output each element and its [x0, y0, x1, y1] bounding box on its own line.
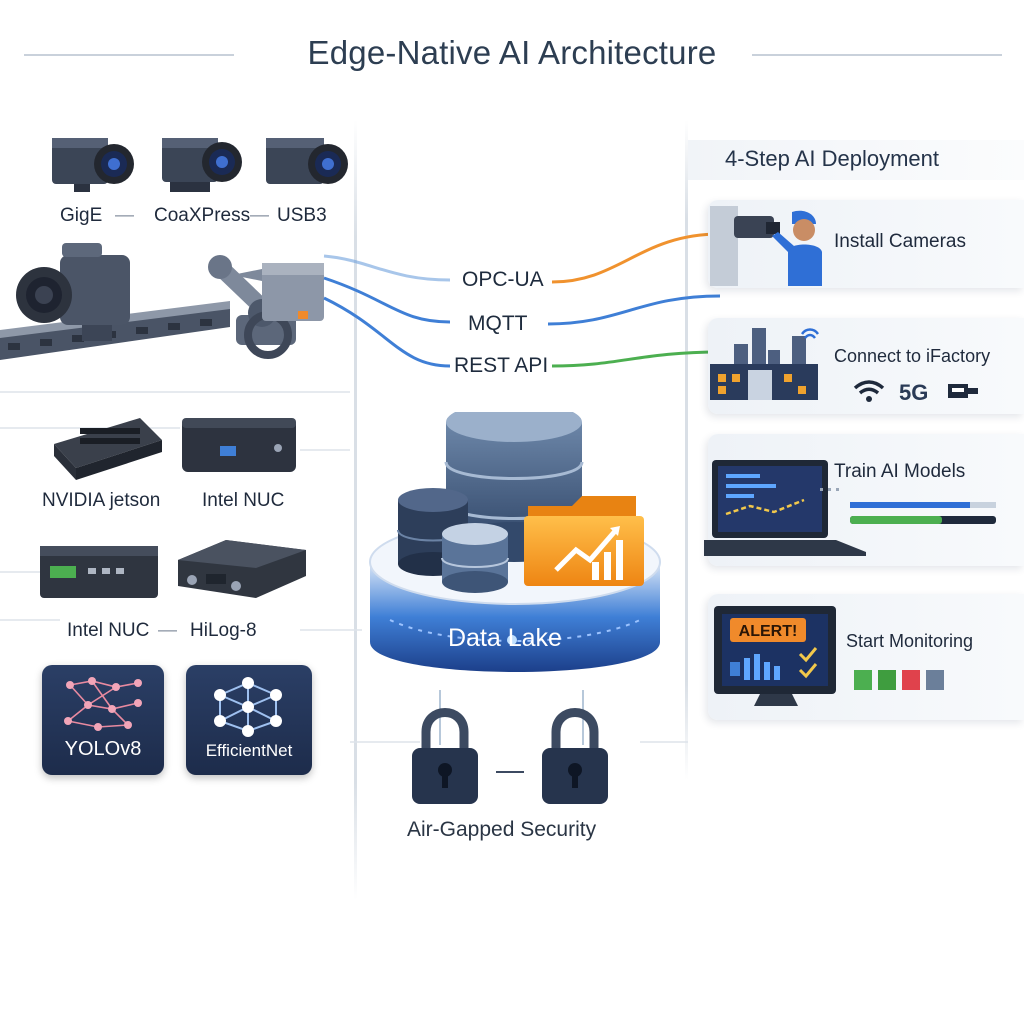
hardware-separator: —: [158, 620, 177, 641]
interface-separator-1: —: [115, 205, 134, 226]
rest-api-line-right: [551, 350, 721, 368]
neural-net-icon: [64, 677, 142, 731]
security-label: Air-Gapped Security: [407, 818, 597, 841]
hardware-nvidia-jetson: NVIDIA jetson: [42, 490, 161, 511]
protocol-mqtt: MQTT: [468, 312, 528, 335]
industrial-camera-icon: [16, 243, 130, 341]
intel-nuc-icon: [182, 418, 296, 472]
sensor-box-icon: [262, 263, 324, 321]
security-locks: [412, 708, 608, 804]
analytics-folder-icon: [524, 496, 644, 586]
step-label-train-models: Train AI Models: [834, 461, 966, 482]
title-rule-left: [24, 54, 234, 56]
ethernet-icon: [948, 384, 978, 398]
robot-arm-icon: [208, 255, 296, 359]
deployment-header: [688, 140, 1024, 180]
opc-ua-line-left: [323, 254, 451, 282]
step-label-install-cameras: Install Cameras: [834, 231, 966, 252]
protocol-rest-api: REST API: [454, 354, 549, 377]
camera-icons: [52, 138, 348, 192]
laptop-training-icon: [704, 460, 866, 556]
model-name-efficientnet: EfficientNet: [205, 741, 293, 760]
title-rule-right: [752, 54, 1002, 56]
mqtt-line-left: [323, 276, 451, 324]
lock-icon: [542, 708, 608, 804]
opc-ua-line-right: [551, 232, 721, 284]
data-lake-label: Data Lake: [448, 624, 562, 652]
protocol-connections: [323, 232, 721, 368]
page-title: Edge-Native AI Architecture: [307, 34, 717, 71]
step-label-connect-ifactory: Connect to iFactory: [834, 346, 991, 366]
hardware-hilog-8: HiLog-8: [190, 620, 257, 641]
protocol-opc-ua: OPC-UA: [462, 268, 544, 291]
nvidia-jetson-icon: [54, 418, 162, 480]
factory-icon: [710, 328, 820, 400]
interface-usb3: USB3: [277, 205, 327, 226]
intel-nuc-2-icon: [40, 546, 158, 598]
hardware-intel-nuc: Intel NUC: [202, 490, 285, 511]
wifi-icon: [853, 380, 885, 402]
hardware-intel-nuc-2: Intel NUC: [67, 620, 150, 641]
training-progress-bars: [820, 488, 996, 524]
monitor-alert-icon: ALERT!: [714, 606, 836, 706]
interface-coaxpress: CoaXPress: [154, 205, 251, 226]
alert-badge-text: ALERT!: [739, 623, 798, 640]
interface-separator-2: —: [250, 205, 269, 226]
deployment-title: 4-Step AI Deployment: [725, 146, 940, 171]
model-tile-efficientnet: EfficientNet: [186, 665, 312, 775]
edge-hardware-icons: [40, 418, 306, 598]
step-card-install-cameras: [708, 200, 1024, 288]
rest-api-line-left: [323, 296, 451, 368]
lock-icon: [412, 708, 478, 804]
technician-install-icon: [710, 206, 822, 286]
hilog-8-icon: [178, 540, 306, 598]
data-lake-icon: [369, 412, 661, 672]
network-5g-badge: 5G: [899, 380, 929, 405]
production-line-scene: [0, 243, 324, 360]
model-name-yolov8: YOLOv8: [64, 738, 142, 760]
usb3-camera-icon: [266, 138, 348, 184]
model-tile-yolov8: YOLOv8: [42, 665, 164, 775]
status-color-squares: [854, 670, 944, 690]
mqtt-line-right: [547, 294, 721, 326]
gige-camera-icon: [52, 138, 134, 192]
step-label-start-monitoring: Start Monitoring: [846, 631, 974, 651]
neural-net-icon: [214, 677, 282, 737]
coaxpress-camera-icon: [162, 138, 242, 192]
interface-gige: GigE: [60, 205, 103, 226]
